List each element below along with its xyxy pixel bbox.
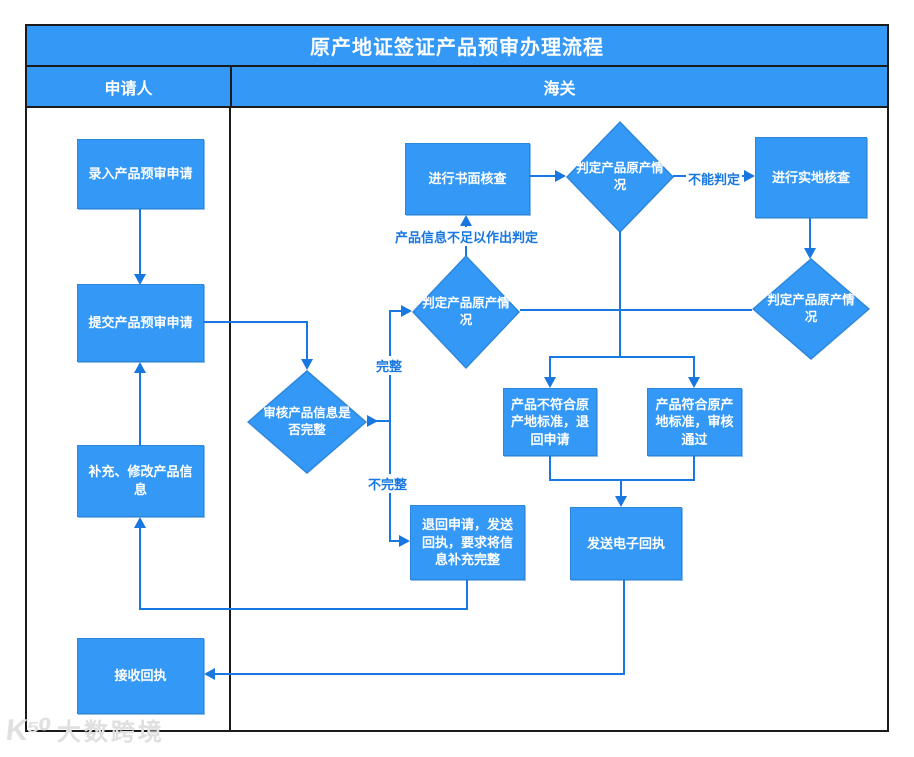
- lane-header-applicant-label: 申请人: [104, 80, 153, 98]
- decision-judge-origin-right-label: 判定产品原产情况: [767, 293, 855, 324]
- node-return-application-label: 退回申请，发送回执，要求将信息补充完整: [421, 517, 513, 568]
- flowchart-title-text: 原产地证签证产品预审办理流程: [310, 37, 604, 59]
- lane-header-customs: 海关: [230, 65, 889, 108]
- node-return-application: 退回申请，发送回执，要求将信息补充完整: [410, 505, 525, 580]
- node-receive-receipt: 接收回执: [77, 638, 204, 714]
- decision-judge-origin-mid-label: 判定产品原产情况: [422, 296, 510, 327]
- flowchart-frame: [25, 24, 889, 732]
- node-paper-check: 进行书面核查: [405, 143, 530, 215]
- node-send-e-receipt-label: 发送电子回执: [586, 535, 665, 551]
- flowchart-title: 原产地证签证产品预审办理流程: [25, 24, 889, 67]
- watermark-text: 大数跨境: [56, 718, 165, 746]
- node-receive-receipt-label: 接收回执: [114, 668, 167, 684]
- node-meet-standard: 产品符合原产地标准，审核通过: [647, 388, 742, 456]
- node-not-meet-standard-label: 产品不符合原产地标准，退回申请: [510, 396, 589, 447]
- watermark: K⁵⁰ 大数跨境: [4, 714, 165, 747]
- node-not-meet-standard: 产品不符合原产地标准，退回申请: [503, 388, 597, 456]
- node-submit-application: 提交产品预审申请: [77, 284, 204, 362]
- lane-divider: [229, 106, 231, 732]
- node-field-check-label: 进行实地核查: [771, 169, 850, 185]
- node-send-e-receipt: 发送电子回执: [570, 507, 682, 580]
- decision-check-complete-label: 审核产品信息是否完整: [263, 406, 351, 437]
- node-supplement-info-label: 补充、修改产品信息: [88, 464, 193, 497]
- watermark-logo: K⁵⁰: [4, 714, 51, 747]
- node-submit-application-label: 提交产品预审申请: [88, 315, 193, 331]
- edge-label-incomplete: 不完整: [366, 474, 410, 493]
- edge-label-complete: 完整: [374, 356, 405, 375]
- lane-header-applicant: 申请人: [25, 65, 232, 108]
- node-field-check: 进行实地核查: [755, 137, 867, 218]
- lane-header-customs-label: 海关: [543, 80, 576, 98]
- node-record-application-label: 录入产品预审申请: [88, 166, 193, 182]
- node-record-application: 录入产品预审申请: [77, 139, 204, 209]
- decision-judge-origin-top-label: 判定产品原产情况: [576, 161, 664, 192]
- node-paper-check-label: 进行书面核查: [428, 171, 507, 187]
- edge-label-cannot-determine: 不能判定: [686, 169, 743, 188]
- node-meet-standard-label: 产品符合原产地标准，审核通过: [655, 396, 734, 447]
- edge-label-insufficient-info: 产品信息不足以作出判定: [393, 227, 541, 246]
- node-supplement-info: 补充、修改产品信息: [77, 445, 204, 517]
